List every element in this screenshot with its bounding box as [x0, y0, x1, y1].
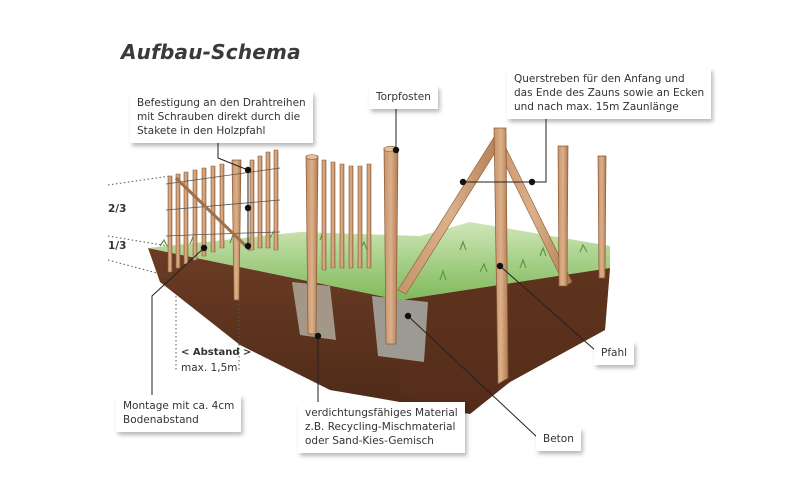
callout-line: Querstreben für den Anfang und: [514, 73, 685, 85]
spacing-label: < Abstand >: [181, 347, 252, 358]
ratio-upper-label: 2/3: [108, 203, 127, 215]
callout-line: und nach max. 15m Zaunlänge: [514, 101, 679, 113]
callout-line: Montage mit ca. 4cm: [123, 400, 235, 412]
callout-line: z.B. Recycling-Mischmaterial: [305, 421, 456, 433]
callout-line: Pfahl: [601, 347, 628, 359]
spacing-value: max. 1,5m: [181, 362, 238, 374]
diagonal-brace-left: [174, 176, 252, 252]
callout-line: das Ende des Zauns sowie an Ecken: [514, 87, 705, 99]
callout-querstreben: Querstreben für den Anfang und das Ende …: [507, 68, 712, 119]
callout-line: mit Schrauben direkt durch die: [137, 111, 301, 123]
corner-post: [493, 127, 509, 385]
callout-line: Beton: [543, 433, 574, 445]
callout-line: oder Sand-Kies-Gemisch: [305, 435, 434, 447]
fence-wires: [165, 167, 281, 237]
leader-lines: [151, 105, 597, 439]
gate-post-right: [383, 147, 399, 345]
callout-montage: Montage mit ca. 4cm Bodenabstand: [116, 395, 242, 432]
leader-dots: [200, 146, 536, 340]
callout-torpfosten: Torpfosten: [369, 86, 438, 109]
callout-line: Bodenabstand: [123, 414, 199, 426]
callout-line: Stakete in den Holzpfahl: [137, 125, 266, 137]
guide-lines: [107, 175, 240, 370]
callout-line: verdichtungsfähiges Material: [305, 407, 458, 419]
callout-pfahl: Pfahl: [594, 342, 635, 365]
gate-post-left: [305, 155, 319, 335]
gate-pickets: [321, 159, 372, 271]
ratio-lower-label: 1/3: [108, 240, 127, 252]
callout-material: verdichtungsfähiges Material z.B. Recycl…: [298, 402, 465, 453]
callout-beton: Beton: [536, 428, 581, 451]
callout-line: Befestigung an den Drahtreihen: [137, 97, 306, 109]
grass-surface: [148, 222, 610, 300]
fence-post-left: [231, 159, 242, 301]
post-far-right: [557, 145, 569, 287]
callout-line: Torpfosten: [376, 91, 431, 103]
post-far-right-2: [597, 155, 607, 279]
callout-befestigung: Befestigung an den Drahtreihen mit Schra…: [130, 92, 313, 143]
concrete-fill: [372, 296, 428, 362]
diagram-title: Aufbau-Schema: [121, 40, 301, 64]
